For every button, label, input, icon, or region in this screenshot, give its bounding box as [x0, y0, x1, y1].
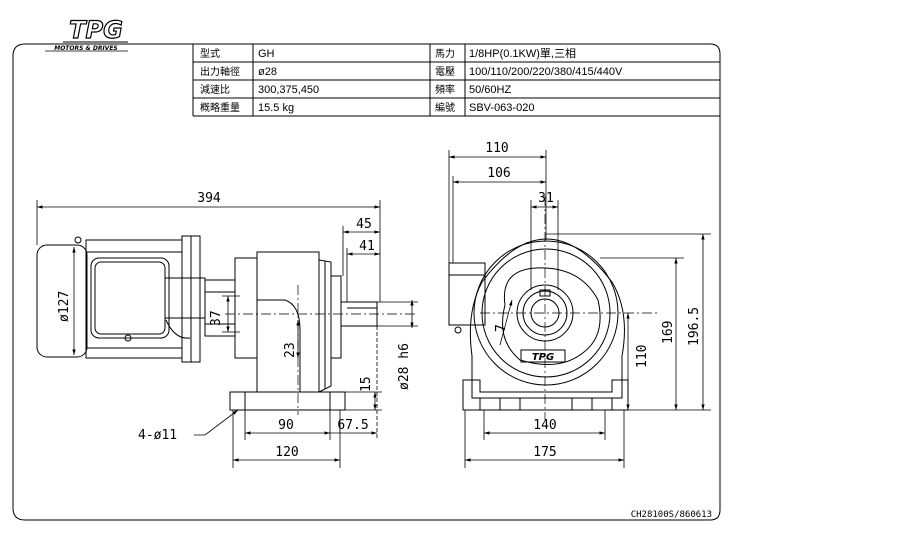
- spec-row: 減速比 300,375,450 頻率 50/60HZ: [200, 83, 511, 96]
- spec-value: 15.5 kg: [258, 102, 294, 114]
- brand-logo: TPG MOTORS & DRIVES: [45, 15, 132, 52]
- spec-value: 1/8HP(0.1KW)單,三相: [469, 47, 576, 60]
- logo-brand: TPG: [69, 16, 123, 44]
- dim-base-175: 175: [533, 445, 556, 460]
- spec-value: ø28: [258, 66, 277, 78]
- dim-height-169: 169: [661, 321, 676, 344]
- spec-value: 100/110/200/220/380/415/440V: [469, 66, 623, 78]
- spec-label: 出力軸徑: [200, 65, 240, 78]
- dim-key-31: 31: [538, 191, 554, 206]
- dim-shaft-45: 45: [356, 217, 372, 232]
- front-view-dimensions: [448, 150, 711, 468]
- dim-37: 37: [209, 310, 224, 326]
- spec-value: 300,375,450: [258, 84, 319, 96]
- side-view-dimensions: [36, 200, 418, 468]
- dimension-labels: 394 45 41 ø127 37 23 ø28 h6 15 90 67.5 1…: [57, 141, 702, 460]
- spec-label: 頻率: [435, 83, 455, 96]
- dim-shaft-41: 41: [359, 239, 375, 254]
- spec-label: 電壓: [435, 66, 455, 78]
- dim-top-106: 106: [487, 166, 510, 181]
- dim-67-5: 67.5: [337, 418, 368, 433]
- spec-row: 概略重量 15.5 kg 編號 SBV-063-020: [200, 101, 534, 114]
- drawing-code: CH28100S/860613: [631, 510, 712, 520]
- svg-text:TPG: TPG: [532, 352, 554, 363]
- spec-label: 概略重量: [200, 101, 240, 114]
- dim-mount-holes: 4-ø11: [138, 428, 177, 443]
- spec-value: 50/60HZ: [469, 84, 511, 96]
- dim-top-110: 110: [485, 141, 508, 156]
- logo-tagline: MOTORS & DRIVES: [54, 45, 118, 52]
- front-view: TPG: [448, 196, 660, 420]
- dim-height-196-5: 196.5: [687, 307, 702, 346]
- dim-120: 120: [275, 445, 298, 460]
- drawing-frame: [12, 43, 721, 521]
- dim-motor-dia: ø127: [57, 291, 72, 322]
- dim-key-7: 7: [494, 324, 509, 332]
- spec-label: 編號: [435, 101, 455, 114]
- dim-base-140: 140: [533, 418, 556, 433]
- dim-15: 15: [359, 376, 374, 392]
- spec-label: 減速比: [200, 83, 230, 96]
- dim-23: 23: [283, 342, 298, 358]
- spec-value: SBV-063-020: [469, 102, 534, 114]
- side-view: [36, 235, 415, 415]
- spec-row: 出力軸徑 ø28 電壓 100/110/200/220/380/415/440V: [200, 65, 623, 78]
- dim-90: 90: [278, 418, 294, 433]
- spec-table: [192, 44, 720, 117]
- spec-label: 馬力: [435, 47, 455, 60]
- dim-height-110: 110: [635, 345, 650, 368]
- spec-label: 型式: [200, 47, 220, 60]
- spec-value: GH: [258, 48, 275, 60]
- dim-overall-length: 394: [197, 191, 221, 206]
- dim-shaft-dia: ø28 h6: [397, 343, 412, 390]
- spec-row: 型式 GH 馬力 1/8HP(0.1KW)單,三相: [200, 47, 576, 60]
